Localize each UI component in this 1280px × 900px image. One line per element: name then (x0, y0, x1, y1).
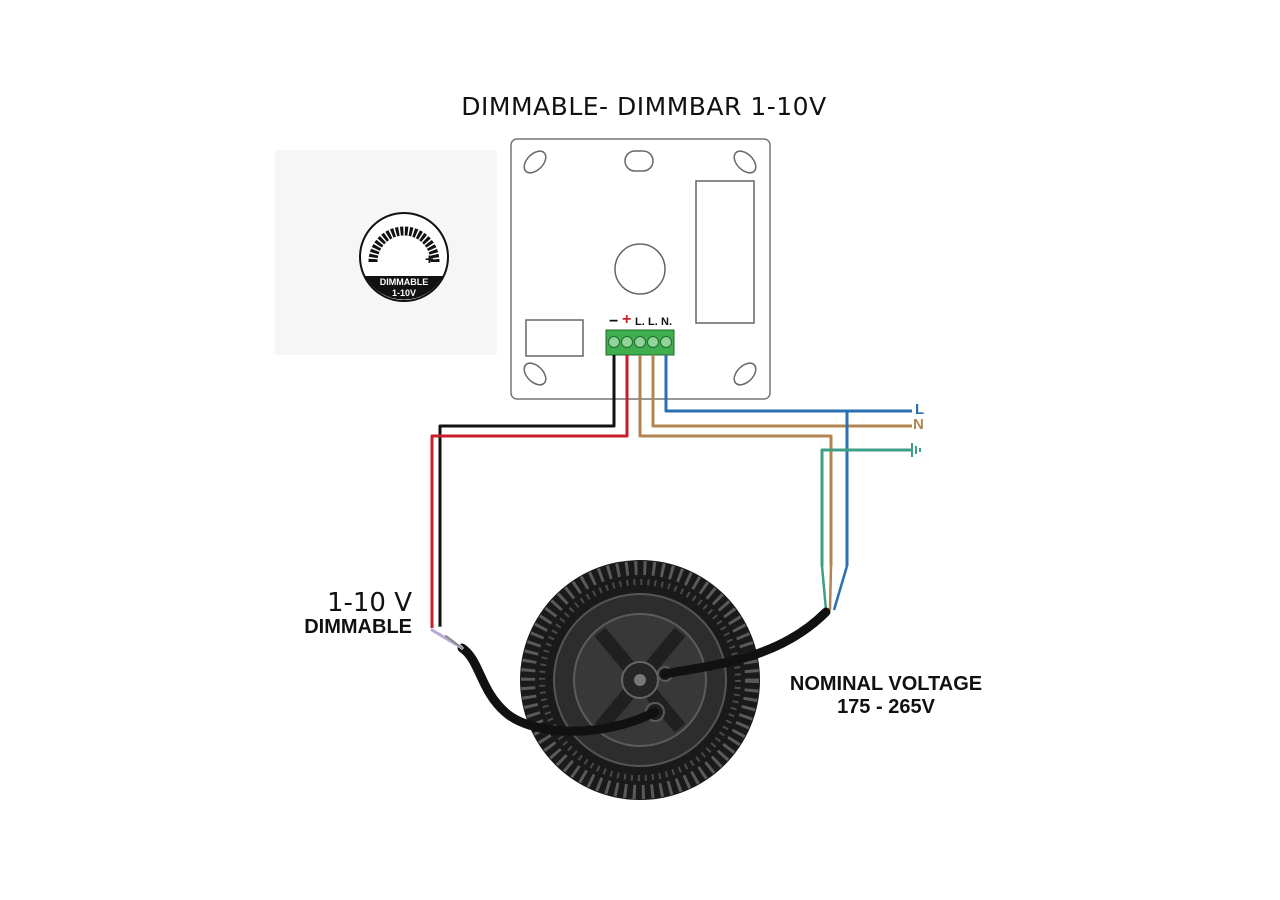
wire-brown-N (651, 355, 912, 428)
fan-motor (520, 560, 760, 800)
nominal-voltage-range: 175 - 265V (837, 696, 935, 718)
dimmable-text-label: DIMMABLE (304, 616, 412, 638)
terminal-l2: L. (648, 316, 658, 328)
mains-wires (638, 355, 912, 611)
mount-hole-bl (523, 362, 547, 386)
mains-cable (660, 607, 831, 679)
badge-plus: + (425, 251, 434, 268)
terminal-plus: + (622, 311, 632, 328)
dimmer-badge-icon (359, 212, 449, 302)
mount-hole-tl (523, 150, 547, 174)
terminal-n: N. (661, 316, 672, 328)
wire-green-earth (820, 448, 912, 566)
badge-minus: − (369, 252, 378, 269)
diagram-title: DIMMABLE- DIMMBAR 1-10V (461, 92, 827, 121)
mount-hole-br (733, 362, 757, 386)
component-rect-right (695, 180, 755, 324)
dimming-cable (457, 643, 660, 736)
label-N: N (913, 416, 924, 433)
earth-icon (911, 443, 921, 457)
label-L: L (915, 401, 925, 418)
wire-blue-L (664, 355, 912, 413)
wire-brown-fan (638, 355, 833, 566)
controller-box (510, 138, 771, 400)
mount-slot-top (624, 150, 654, 172)
terminal-block (605, 329, 675, 356)
wire-red (430, 355, 629, 628)
badge-line1: DIMMABLE (379, 277, 429, 287)
terminal-minus: − (609, 313, 619, 330)
knob-hole (614, 243, 666, 295)
fan-cables (430, 607, 831, 736)
wire-black (438, 355, 616, 628)
dimmable-voltage-label: 1-10 V (326, 588, 412, 618)
badge-line2: 1-10V (391, 288, 417, 298)
nominal-voltage-label: NOMINAL VOLTAGE (789, 673, 983, 695)
terminal-l1: L. (635, 316, 645, 328)
mount-hole-tr (733, 150, 757, 174)
component-rect-left (525, 319, 584, 357)
dimming-wires (430, 355, 629, 628)
